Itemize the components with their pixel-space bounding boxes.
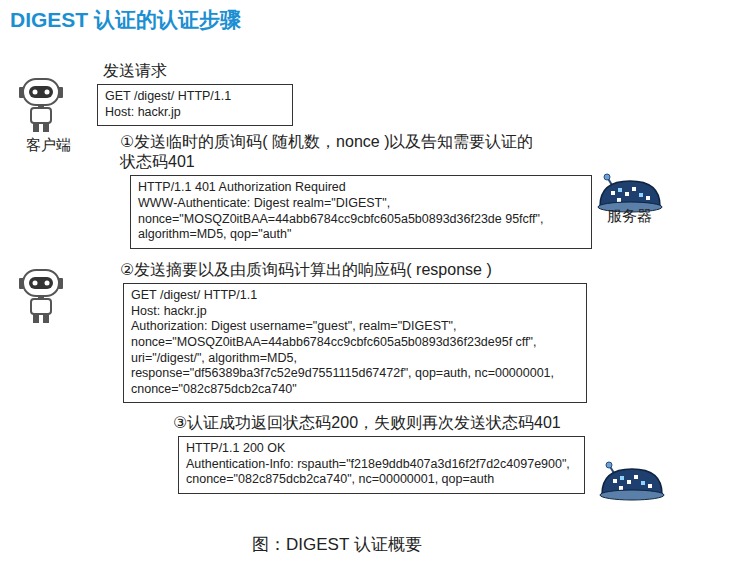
http-message-box: HTTP/1.1 401 Authorization RequiredWWW-A…: [130, 175, 592, 249]
http-line: Host: hackr.jp: [105, 105, 285, 121]
role-label: 客户端: [26, 136, 71, 155]
server-icon: [598, 174, 662, 212]
message-node: 发送请求 GET /digest/ HTTP/1.1Host: hackr.jp: [97, 61, 323, 126]
role-label: 服务器: [607, 207, 652, 226]
message-node: ①发送临时的质询码( 随机数，nonce )以及告知需要认证的 状态码401HT…: [120, 132, 592, 249]
client-robot: [19, 79, 63, 132]
http-message-box: GET /digest/ HTTP/1.1Host: hackr.jp: [97, 84, 293, 126]
http-line: Host: hackr.jp: [131, 304, 579, 320]
diagram-title: DIGEST 认证的认证步骤: [10, 6, 241, 34]
figure-caption: 图：DIGEST 认证概要: [252, 533, 422, 556]
message-node: ②发送摘要以及由质询码计算出的响应码( response ) GET /diges…: [120, 260, 587, 403]
client-robot: [19, 270, 63, 323]
http-line: GET /digest/ HTTP/1.1: [131, 288, 579, 304]
server-icon: [600, 462, 664, 500]
http-line: Authentication-Info: rspauth="f218e9ddb4…: [186, 457, 577, 488]
http-line: Authorization: Digest username="guest", …: [131, 319, 579, 397]
step-heading: ②发送摘要以及由质询码计算出的响应码( response ): [120, 260, 585, 280]
http-message-box: HTTP/1.1 200 OKAuthentication-Info: rspa…: [178, 436, 585, 494]
http-line: HTTP/1.1 401 Authorization Required: [138, 180, 584, 196]
http-line: WWW-Authenticate: Digest realm="DIGEST",…: [138, 196, 584, 243]
step-heading: ③认证成功返回状态码200，失败则再次发送状态码401: [173, 413, 598, 433]
http-message-box: GET /digest/ HTTP/1.1Host: hackr.jpAutho…: [123, 283, 587, 403]
step-heading: ①发送临时的质询码( 随机数，nonce )以及告知需要认证的 状态码401: [120, 132, 545, 172]
http-line: GET /digest/ HTTP/1.1: [105, 89, 285, 105]
http-line: HTTP/1.1 200 OK: [186, 441, 577, 457]
step-heading: 发送请求: [103, 61, 323, 81]
message-node: ③认证成功返回状态码200，失败则再次发送状态码401HTTP/1.1 200 …: [173, 413, 598, 494]
